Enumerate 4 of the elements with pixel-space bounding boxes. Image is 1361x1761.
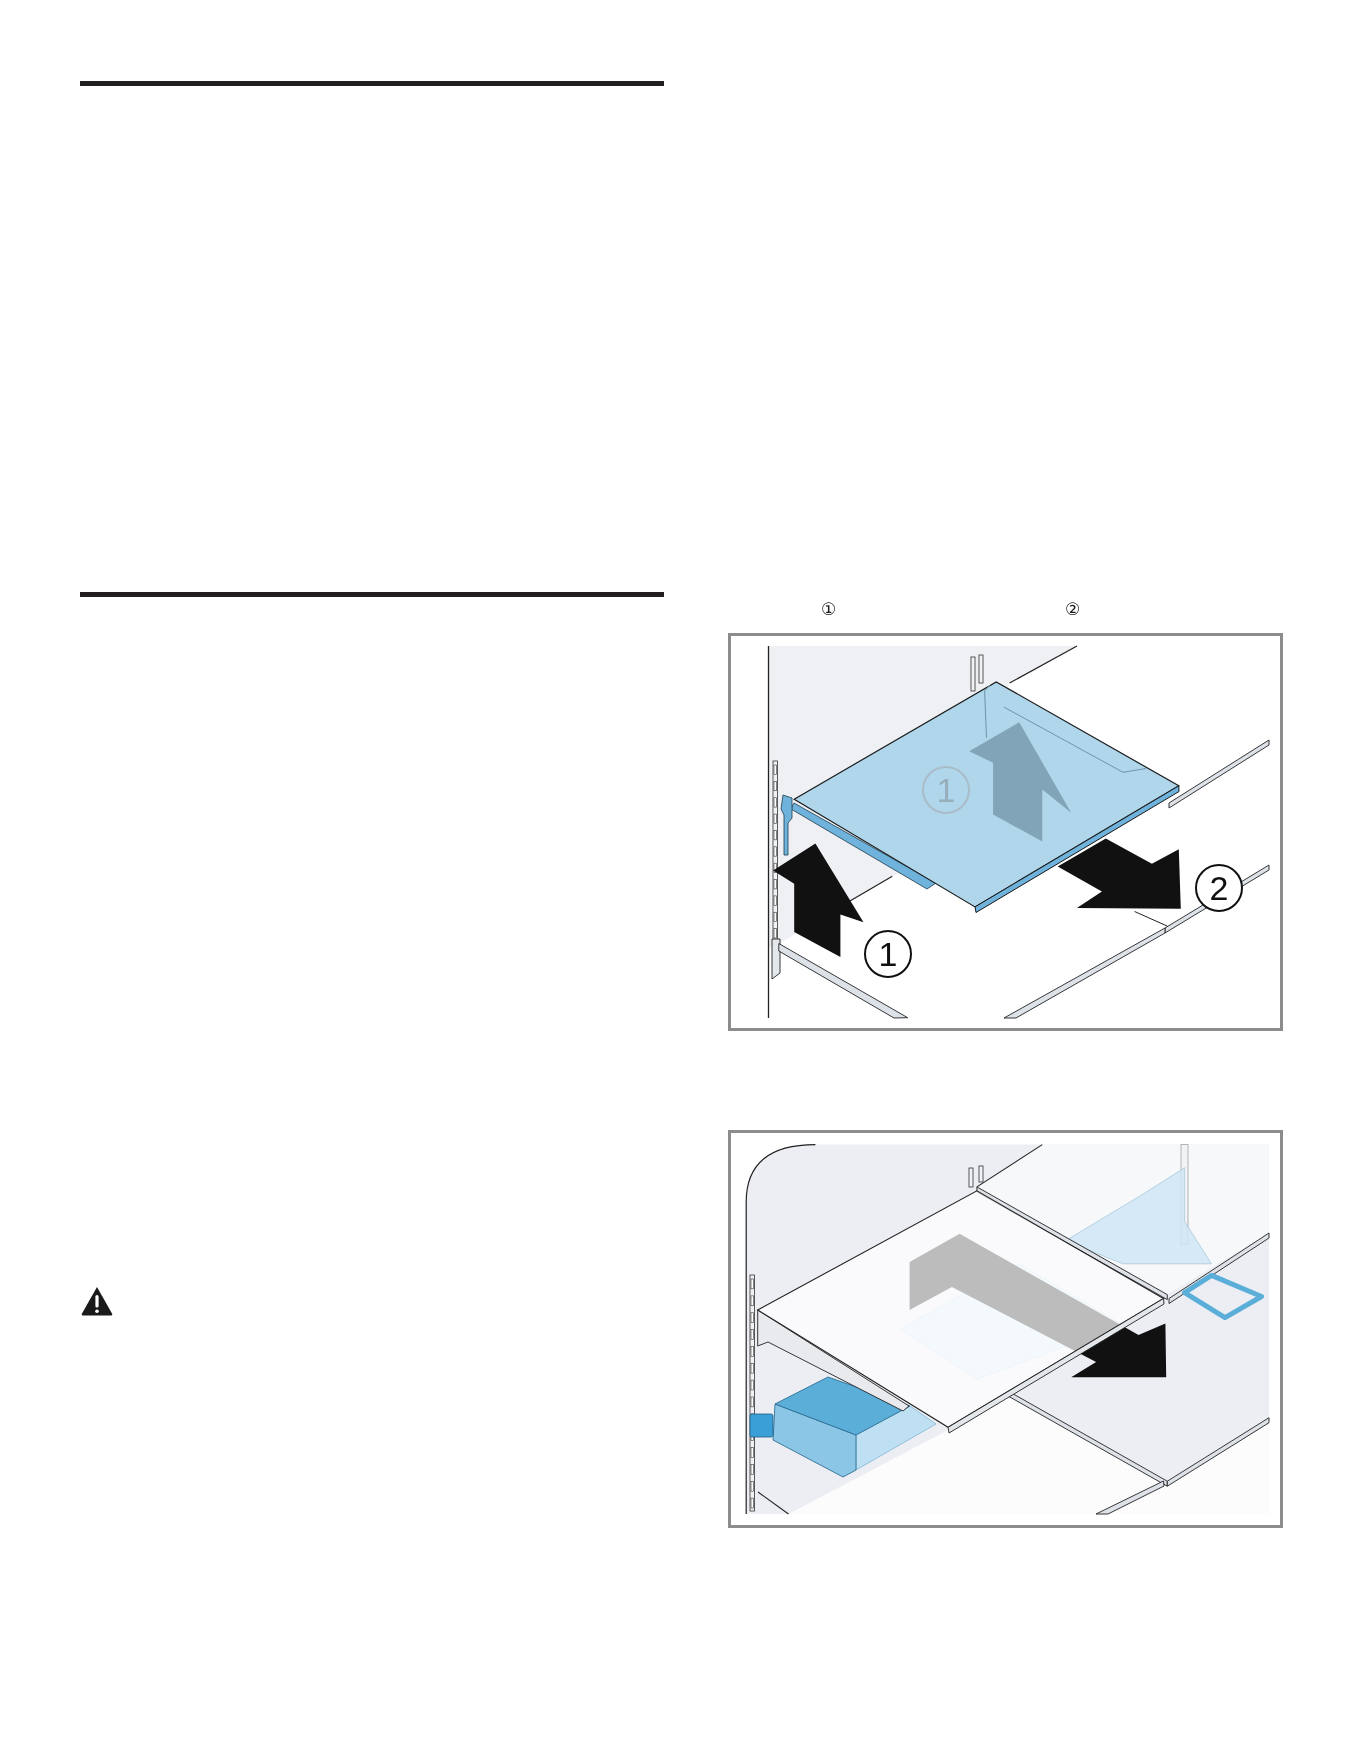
step-number: ① <box>821 601 837 618</box>
callout-number: 1 <box>864 930 912 978</box>
callout-number: 2 <box>1195 864 1243 912</box>
step-number: ② <box>1065 601 1081 618</box>
